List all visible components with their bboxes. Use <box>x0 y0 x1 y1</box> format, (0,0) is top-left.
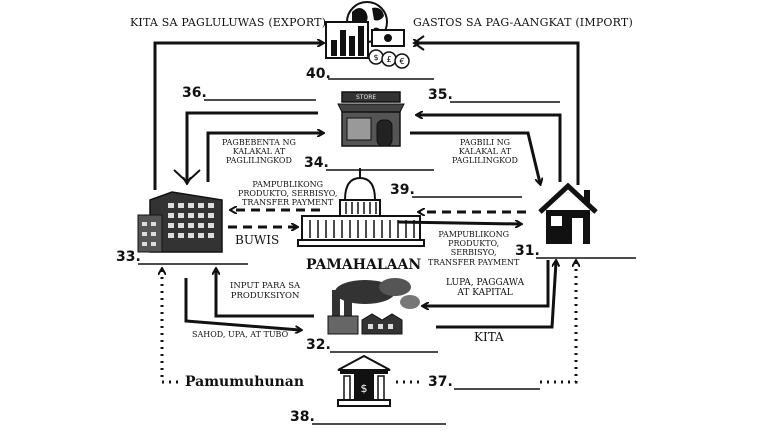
pampubliko-left-label: PAMPUBLIKONG PRODUKTO, SERBISYO, TRANSFE… <box>238 180 338 208</box>
bank-icon: $ <box>337 354 391 407</box>
office-building-icon <box>137 191 223 253</box>
pagbili-label: PAGBILI NG KALAKAL AT PAGLILINGKOD <box>452 138 518 166</box>
kita-label: KITA <box>474 330 504 344</box>
blank-33[interactable]: 33. <box>116 249 141 265</box>
factory-icon <box>327 278 420 335</box>
svg-text:£: £ <box>386 55 391 64</box>
store-icon <box>337 91 405 147</box>
svg-text:€: € <box>399 57 404 66</box>
pamahalaan-label: PAMAHALAAN <box>306 257 422 273</box>
pamumuhunan-label: Pamumuhunan <box>185 374 304 390</box>
store-sign: STORE <box>356 94 377 101</box>
blank-35[interactable]: 35. <box>428 87 453 103</box>
house-icon <box>538 182 598 244</box>
buwis-label: BUWIS <box>235 233 280 247</box>
pampubliko-right-label: PAMPUBLIKONG PRODUKTO, SERBISYO, TRANSFE… <box>428 230 520 267</box>
globe-chart-money-icon: $ £ € <box>325 1 410 69</box>
blank-31[interactable]: 31. <box>515 243 540 259</box>
blank-36[interactable]: 36. <box>182 85 207 101</box>
input-label: INPUT PARA SA PRODUKSIYON <box>230 281 301 301</box>
svg-text:$: $ <box>373 53 378 62</box>
blank-39[interactable]: 39. <box>390 182 415 198</box>
blank-37[interactable]: 37. <box>428 374 453 390</box>
import-label: GASTOS SA PAG-AANGKAT (IMPORT) <box>413 16 633 29</box>
svg-text:$: $ <box>361 382 368 395</box>
blank-40[interactable]: 40. <box>306 66 331 82</box>
capitol-building-icon <box>297 168 425 247</box>
pagbebenta-label: PAGBEBENTA NG KALAKAL AT PAGLILINGKOD <box>222 138 296 166</box>
blank-38[interactable]: 38. <box>290 409 315 425</box>
lupa-label: LUPA, PAGGAWA AT KAPITAL <box>446 278 525 299</box>
blank-32[interactable]: 32. <box>306 337 331 353</box>
export-label: KITA SA PAGLULUWAS (EXPORT) <box>130 16 327 29</box>
sahod-label: SAHOD, UPA, AT TUBO <box>192 330 289 339</box>
blank-34[interactable]: 34. <box>304 155 329 171</box>
